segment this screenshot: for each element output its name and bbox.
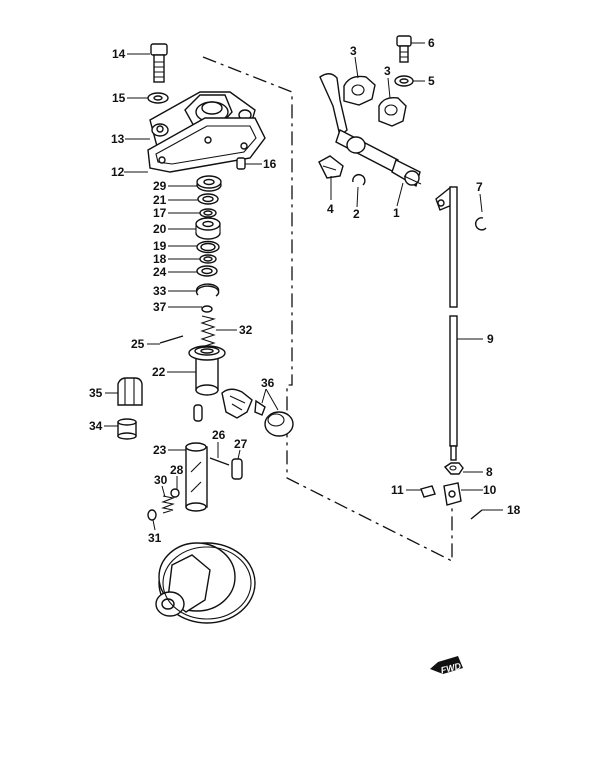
seal-19	[196, 240, 220, 254]
holder-3-left	[343, 75, 376, 106]
callout-3a: 3	[350, 44, 357, 58]
washer-24	[196, 265, 218, 277]
callout-8: 8	[486, 465, 493, 479]
callout-19: 19	[153, 239, 167, 253]
clip-7	[475, 217, 487, 231]
o-ring-18-lower	[199, 254, 217, 264]
callout-7: 7	[476, 180, 483, 194]
callout-34: 34	[89, 419, 103, 433]
oil-seal-29	[196, 175, 222, 192]
callout-23: 23	[153, 443, 167, 457]
shaft-23	[185, 442, 208, 512]
cotter-12	[470, 509, 483, 520]
pin-small	[193, 404, 203, 422]
pin-25	[159, 335, 184, 344]
callout-9: 9	[487, 332, 494, 346]
pin-27	[231, 458, 243, 480]
callout-22: 22	[152, 365, 166, 379]
callout-28: 28	[170, 463, 184, 477]
ball-30	[170, 488, 180, 498]
callout-30: 30	[154, 473, 168, 487]
pin-11	[420, 485, 436, 498]
callout-5: 5	[428, 74, 435, 88]
pin-26	[209, 457, 230, 466]
bolt-6	[396, 35, 412, 63]
pin-37	[201, 305, 213, 313]
fwd-arrow-badge: FWD	[430, 656, 463, 675]
callout-12: 18	[507, 503, 521, 517]
callout-2: 2	[353, 207, 360, 221]
callout-17: 15	[112, 91, 126, 105]
clip-35	[117, 377, 143, 406]
pin-15	[236, 157, 246, 170]
callout-3b: 3	[384, 64, 391, 78]
callout-13: 13	[111, 132, 125, 146]
callout-24: 24	[153, 265, 167, 279]
shift-shaft-1	[319, 73, 422, 188]
callout-20: 20	[153, 222, 167, 236]
callout-11: 11	[391, 483, 404, 497]
svg-text:FWD: FWD	[440, 661, 463, 676]
bushing-20	[195, 217, 221, 240]
callout-labels: 14 15 13 12 16 29 21 17 20 19 18 24 33 3…	[89, 36, 521, 545]
bolt-16	[150, 43, 168, 83]
gasket-14	[147, 117, 266, 173]
circlip-2	[352, 174, 366, 186]
callout-25: 25	[131, 337, 145, 351]
callout-35: 35	[89, 386, 103, 400]
clamp-36	[221, 388, 294, 437]
callout-37: 37	[153, 300, 167, 314]
callout-21: 21	[153, 193, 167, 207]
spring-28	[161, 495, 175, 514]
callout-27: 27	[234, 437, 248, 451]
washer-21	[197, 193, 219, 205]
callout-15: 16	[263, 157, 277, 171]
callout-18b: 18	[153, 252, 167, 266]
callout-31: 31	[148, 531, 162, 545]
callout-4: 4	[327, 202, 334, 216]
clip-4	[318, 155, 344, 179]
callout-26: 26	[212, 428, 226, 442]
holder-3-right	[378, 96, 407, 127]
leader-lines	[104, 42, 503, 531]
callout-1: 1	[393, 206, 400, 220]
washer-5	[394, 75, 414, 87]
callout-14: 12	[111, 165, 125, 179]
callout-10: 10	[483, 483, 497, 497]
nut-8	[443, 462, 464, 475]
joint-10	[443, 482, 462, 506]
clutch-drum	[155, 542, 256, 624]
spring-32	[200, 315, 216, 352]
callout-33: 33	[153, 284, 167, 298]
callout-32: 32	[239, 323, 253, 337]
washer-17	[147, 92, 169, 104]
sleeve-22	[188, 345, 226, 396]
ring-31	[147, 509, 157, 521]
bushing-34	[117, 418, 137, 440]
o-ring-18-upper	[199, 208, 217, 218]
callout-29: 29	[153, 179, 167, 193]
rod-9	[435, 186, 458, 461]
callout-16: 14	[112, 47, 126, 61]
callout-18: 17	[153, 206, 167, 220]
callout-6: 6	[428, 36, 435, 50]
circlip-33	[195, 283, 220, 297]
callout-36: 36	[261, 376, 275, 390]
